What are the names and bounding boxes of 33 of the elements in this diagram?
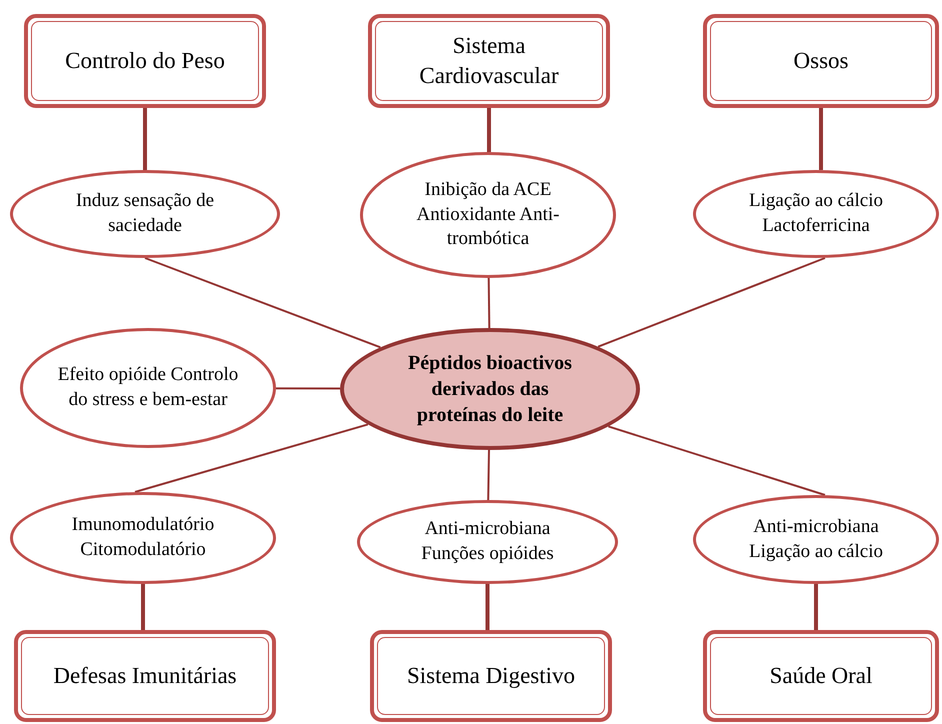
- connector-line: [144, 257, 381, 348]
- node-label: Imunomodulatório Citomodulatório: [70, 513, 216, 562]
- node-label: Péptidos bioactivos derivados das proteínas do leite: [407, 351, 573, 428]
- connector-line: [143, 108, 147, 170]
- connector-line: [819, 108, 823, 170]
- category-box: [703, 630, 939, 722]
- node-label: Sistema Digestivo: [406, 662, 576, 690]
- category-box: [14, 630, 276, 722]
- connector-line: [487, 108, 491, 152]
- category-box: [24, 14, 266, 108]
- node-label: Ligação ao cálcio Lactoferricina: [748, 189, 884, 238]
- node-label: Defesas Imunitárias: [53, 662, 237, 690]
- connector-line: [141, 584, 145, 630]
- connector-line: [486, 584, 490, 630]
- node-label: Anti-microbiana Ligação ao cálcio: [748, 514, 884, 564]
- connector-line: [487, 450, 490, 500]
- connector-line: [608, 426, 826, 496]
- connector-line: [276, 387, 340, 390]
- connector-line: [814, 584, 818, 630]
- node-label: Efeito opióide Controlo do stress e bem-estar: [56, 363, 240, 412]
- node-label: Saúde Oral: [770, 662, 872, 690]
- node-label: Induz sensação de saciedade: [74, 189, 216, 238]
- category-box: [703, 14, 939, 108]
- category-box: [368, 14, 610, 108]
- node-label: Controlo do Peso: [65, 47, 225, 76]
- connector-line: [134, 423, 368, 493]
- connector-line: [488, 278, 490, 328]
- node-label: Sistema Cardiovascular: [418, 32, 560, 90]
- node-label: Ossos: [794, 47, 848, 76]
- node-label: Inibição da ACE Antioxidante Anti-trombótica: [415, 178, 560, 252]
- category-box: [370, 630, 612, 722]
- node-label: Anti-microbiana Funções opióides: [420, 517, 555, 566]
- connector-line: [598, 257, 826, 348]
